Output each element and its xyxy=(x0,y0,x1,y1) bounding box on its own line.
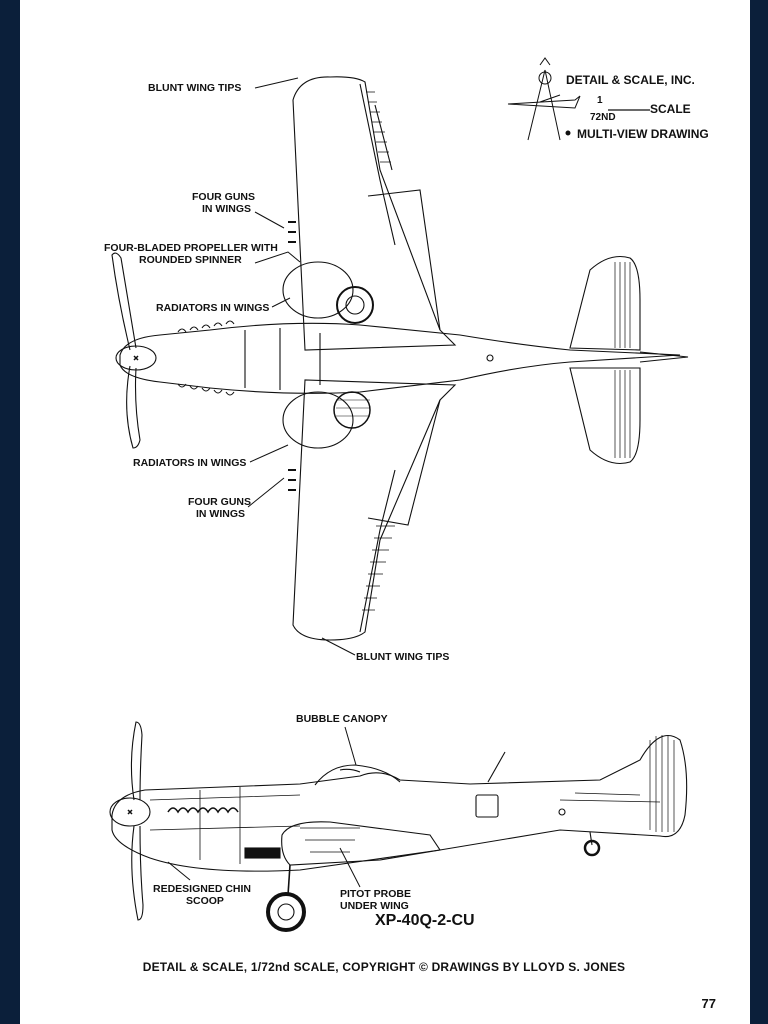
label-radiators-top: RADIATORS IN WINGS xyxy=(156,302,270,314)
label-pitot-line2: UNDER WING xyxy=(340,900,409,912)
fuselage-top-outline xyxy=(119,322,681,394)
label-propeller-line2: ROUNDED SPINNER xyxy=(139,254,242,266)
label-four-guns-bottom-line2: IN WINGS xyxy=(196,508,245,520)
horizontal-stabilizer-upper xyxy=(569,255,641,351)
horizontal-stabilizer-lower xyxy=(569,367,641,465)
page-number: 77 xyxy=(701,996,716,1011)
lower-wing-outline xyxy=(292,379,457,641)
propeller-side-view xyxy=(130,721,144,921)
fuselage-side-outline xyxy=(111,735,688,872)
leader-lines xyxy=(167,77,361,888)
left-frame-border xyxy=(0,0,20,1024)
label-blunt-wing-tips-top: BLUNT WING TIPS xyxy=(148,82,242,94)
brand-scale-word: SCALE xyxy=(650,102,691,116)
label-pitot-line1: PITOT PROBE xyxy=(340,888,411,900)
top-view-drawing xyxy=(111,76,689,641)
label-four-guns-bottom-line1: FOUR GUNS xyxy=(188,496,251,508)
page-caption: DETAIL & SCALE, 1/72nd SCALE, COPYRIGHT … xyxy=(142,960,626,974)
label-radiators-bottom: RADIATORS IN WINGS xyxy=(133,457,247,469)
main-wheel xyxy=(266,892,306,932)
label-four-guns-top-line2: IN WINGS xyxy=(202,203,251,215)
label-chin-scoop-line2: SCOOP xyxy=(186,895,224,907)
brand-multiview: MULTI-VIEW DRAWING xyxy=(577,127,709,141)
right-frame-border xyxy=(750,0,768,1024)
tail-wheel xyxy=(583,839,601,857)
propeller-top-view xyxy=(111,252,141,449)
detail-scale-logo xyxy=(507,57,650,141)
label-bubble-canopy: BUBBLE CANOPY xyxy=(296,713,388,725)
label-chin-scoop-line1: REDESIGNED CHIN xyxy=(153,883,252,895)
bubble-canopy xyxy=(314,764,401,786)
label-propeller-line1: FOUR-BLADED PROPELLER WITH xyxy=(104,242,278,254)
label-blunt-wing-tips-bottom: BLUNT WING TIPS xyxy=(356,651,450,663)
label-four-guns-top-line1: FOUR GUNS xyxy=(192,191,255,203)
side-view-drawing xyxy=(109,721,688,932)
brand-scale-denominator: 72ND xyxy=(590,112,616,123)
upper-wing-outline xyxy=(292,76,457,351)
brand-scale-numerator: 1 xyxy=(597,95,603,106)
brand-company: DETAIL & SCALE, INC. xyxy=(566,73,695,87)
aircraft-model-designation: XP-40Q-2-CU xyxy=(375,912,475,929)
